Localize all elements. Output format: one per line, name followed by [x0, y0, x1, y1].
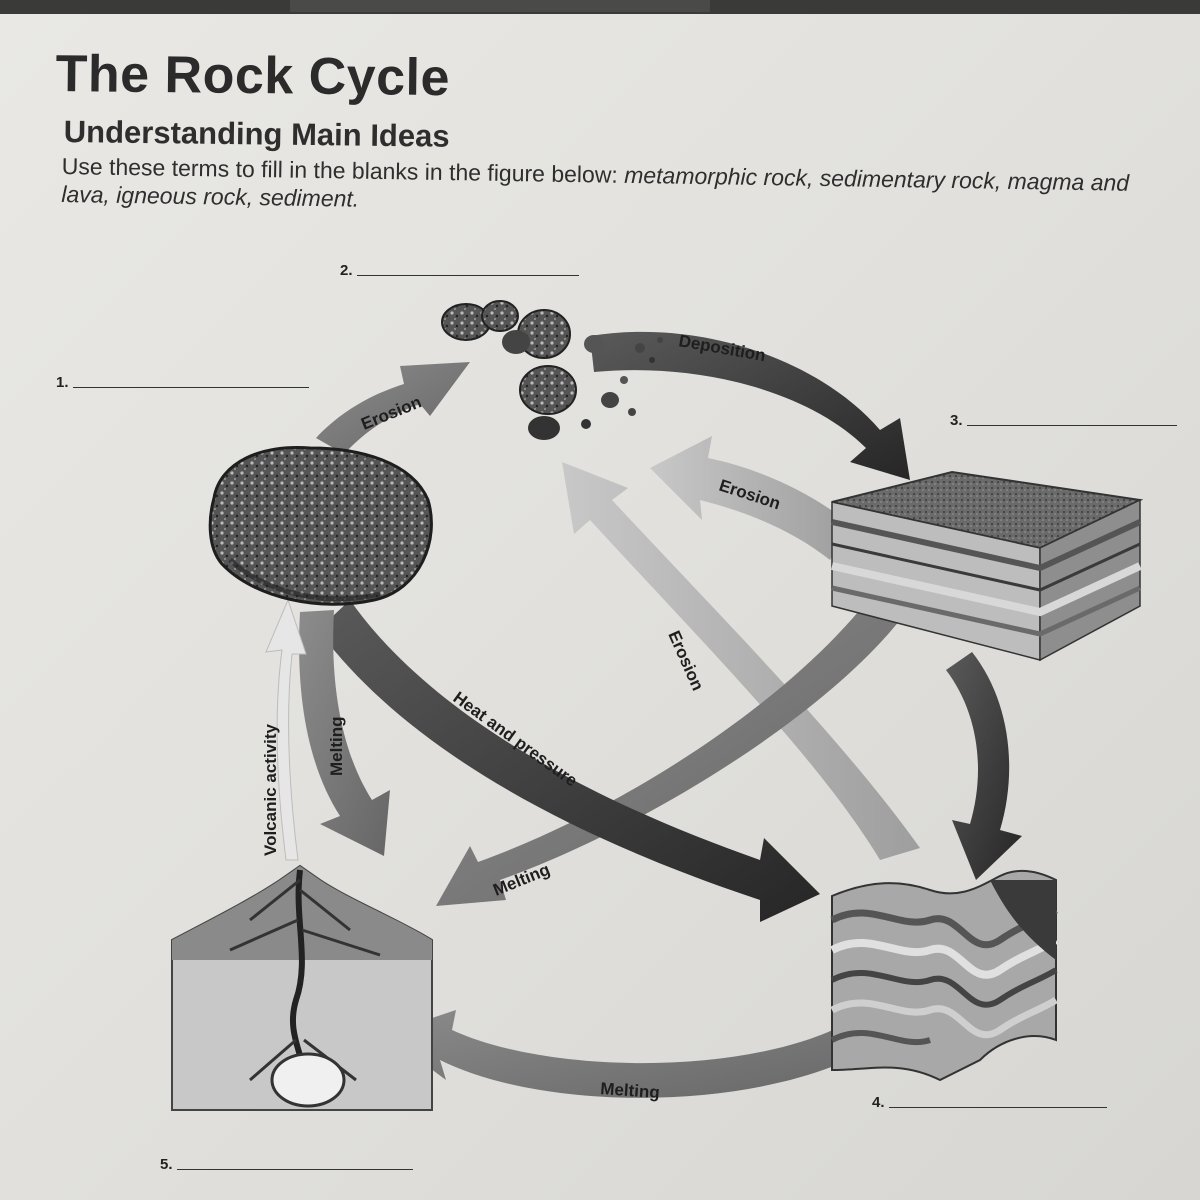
- blank-4[interactable]: 4.: [872, 1094, 1107, 1111]
- deposition-arrow: Deposition: [590, 331, 910, 480]
- sediment-illustration: [441, 300, 663, 440]
- blank-5-line: [176, 1168, 413, 1170]
- volcanic-activity-label: Volcanic activity: [261, 723, 280, 856]
- melting-label-bottom: Melting: [600, 1079, 661, 1102]
- volcano-magma-illustration: [171, 864, 433, 1111]
- erosion-arrow-sedimentary: Erosion: [650, 436, 850, 560]
- heat-pressure-arrow-sedimentary: [946, 652, 1022, 880]
- metamorphic-rock-illustration: [830, 869, 1059, 1082]
- blank-2[interactable]: 2.: [340, 262, 579, 279]
- blank-1-number: 1.: [56, 374, 69, 391]
- blank-3-line: [966, 424, 1177, 426]
- volcanic-activity-arrow: Volcanic activity: [261, 598, 307, 861]
- melting-arrow-metamorphic: Melting: [384, 1000, 910, 1102]
- erosion-arrow-igneous: Erosion: [316, 362, 470, 454]
- blank-3-number: 3.: [950, 412, 963, 429]
- sedimentary-rock-illustration: [831, 470, 1144, 662]
- blank-3[interactable]: 3.: [950, 412, 1177, 429]
- blank-1[interactable]: 1.: [56, 374, 309, 391]
- melting-arrow-igneous: Melting: [299, 610, 390, 856]
- blank-1-line: [72, 386, 309, 388]
- blank-4-number: 4.: [872, 1094, 885, 1111]
- photo-background-band: [0, 0, 1200, 14]
- blank-2-line: [356, 274, 579, 276]
- igneous-rock-illustration: [208, 445, 433, 606]
- blank-5-number: 5.: [160, 1156, 173, 1173]
- photo-background-tab: [290, 0, 710, 12]
- blank-5[interactable]: 5.: [160, 1156, 413, 1173]
- blank-4-line: [888, 1106, 1107, 1108]
- melting-label-left: Melting: [327, 717, 346, 777]
- blank-2-number: 2.: [340, 262, 353, 279]
